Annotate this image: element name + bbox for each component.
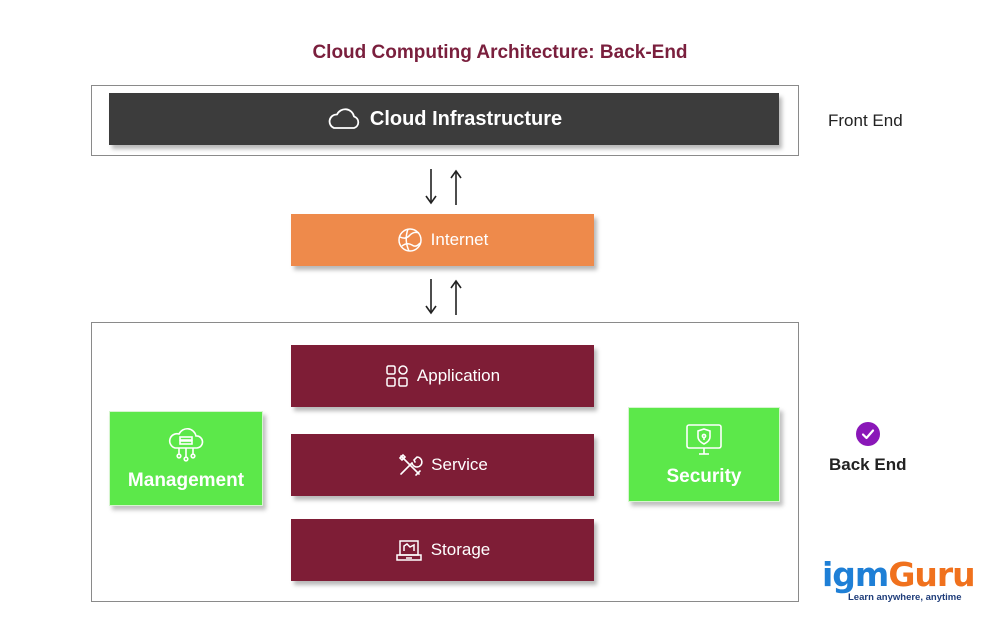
apps-grid-icon: [385, 364, 409, 388]
service-label: Service: [431, 455, 488, 474]
arrow-pair-top: [425, 169, 462, 205]
storage-label: Storage: [430, 540, 491, 559]
tools-icon: [397, 452, 423, 478]
service-block: Service: [291, 434, 594, 496]
globe-icon: [397, 227, 423, 253]
security-label: Security: [666, 465, 742, 487]
page-title: Cloud Computing Architecture: Back-End: [312, 42, 688, 63]
application-block: Application: [291, 345, 594, 407]
logo-tagline: Learn anywhere, anytime: [848, 592, 962, 603]
internet-bar: Internet: [291, 214, 594, 266]
down-arrow: [425, 169, 437, 205]
cloud-server-icon: [166, 426, 206, 462]
internet-label: Internet: [430, 230, 489, 249]
down-arrow: [425, 279, 437, 315]
management-label: Management: [127, 469, 245, 491]
cloud-infrastructure-bar: Cloud Infrastructure: [109, 93, 779, 145]
cloud-icon: [326, 107, 362, 131]
check-badge-icon: [856, 422, 880, 446]
igmguru-logo: igmGuru Learn anywhere, anytime: [822, 555, 976, 603]
front-end-label: Front End: [828, 111, 903, 130]
application-label: Application: [416, 366, 501, 385]
security-block: Security: [628, 407, 780, 502]
storage-block: Storage: [291, 519, 594, 581]
back-end-label: Back End: [829, 455, 907, 474]
management-block: Management: [109, 411, 263, 506]
up-arrow: [450, 279, 462, 315]
up-arrow: [450, 169, 462, 205]
logo-wordmark: igmGuru: [822, 555, 976, 594]
cloud-infrastructure-label: Cloud Infrastructure: [369, 107, 563, 130]
arrow-pair-bottom: [425, 279, 462, 315]
monitor-shield-icon: [684, 422, 724, 458]
storage-icon: [395, 537, 423, 563]
